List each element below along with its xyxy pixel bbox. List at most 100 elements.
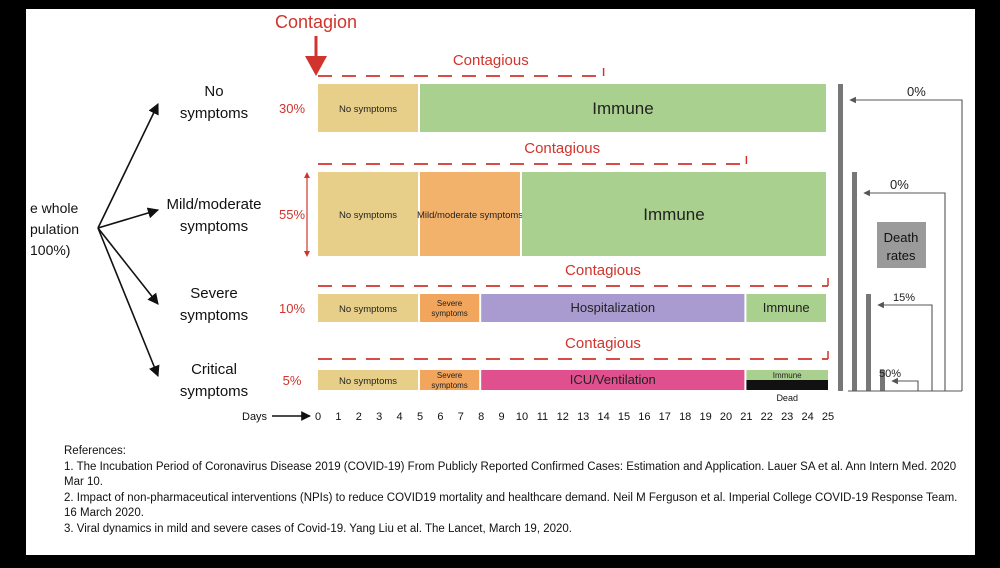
timeline-segment bbox=[420, 84, 826, 132]
day-tick-label: 19 bbox=[699, 411, 711, 423]
segment-label: Immune bbox=[643, 205, 704, 224]
segment-label: Immune bbox=[763, 300, 810, 315]
death-rate-value: 0% bbox=[890, 177, 909, 192]
death-rates-label: Death rates bbox=[884, 230, 919, 263]
segment-label-line: No symptoms bbox=[339, 210, 397, 221]
timeline-segment bbox=[481, 370, 745, 390]
segment-label-line: Severe bbox=[437, 299, 463, 308]
group-percent: 30% bbox=[279, 101, 305, 116]
day-tick-label: 1 bbox=[335, 411, 341, 423]
group-label-line: symptoms bbox=[180, 218, 248, 235]
segment-label-line: Mild/moderate symptoms bbox=[417, 210, 523, 221]
day-tick-label: 18 bbox=[679, 411, 691, 423]
group-percent: 5% bbox=[283, 373, 302, 388]
references: References: 1. The Incubation Period of … bbox=[64, 444, 969, 537]
timeline-segment bbox=[318, 370, 418, 390]
group-label-line: No bbox=[204, 83, 223, 100]
group-label-line: Mild/moderate bbox=[166, 196, 261, 213]
group-percent: 10% bbox=[279, 301, 305, 316]
timeline-segment bbox=[318, 84, 418, 132]
day-tick-label: 11 bbox=[537, 411, 548, 423]
day-tick-label: 8 bbox=[478, 411, 484, 423]
reference-3: 3. Viral dynamics in mild and severe cas… bbox=[64, 522, 572, 535]
segment-label: No symptoms bbox=[339, 304, 397, 315]
death-rate-bar bbox=[866, 294, 871, 391]
segment-label-line: symptoms bbox=[431, 309, 467, 318]
critical-dead-label: Dead bbox=[776, 393, 798, 403]
segment-label: No symptoms bbox=[339, 376, 397, 387]
group-label: Severe symptoms bbox=[180, 285, 248, 324]
segment-label-line: ICU/Ventilation bbox=[570, 372, 656, 387]
day-tick-label: 0 bbox=[315, 411, 321, 423]
death-rate-connector bbox=[863, 189, 946, 391]
group-label-line: Severe bbox=[190, 285, 238, 302]
death-rate-connector bbox=[849, 96, 963, 391]
segment-label-line: Hospitalization bbox=[571, 300, 656, 315]
day-tick-label: 9 bbox=[499, 411, 505, 423]
death-rate-value: 0% bbox=[907, 84, 926, 99]
segment-label-line: Severe bbox=[437, 371, 463, 380]
references-title: References: bbox=[64, 445, 127, 457]
contagion-marker: Contagion bbox=[275, 12, 357, 76]
contagion-label: Contagion bbox=[275, 12, 357, 32]
day-tick-label: 16 bbox=[638, 411, 650, 423]
day-tick-label: 17 bbox=[659, 411, 671, 423]
day-tick-label: 22 bbox=[761, 411, 773, 423]
death-rate-value: 50% bbox=[879, 368, 901, 380]
day-tick-label: 14 bbox=[597, 411, 609, 423]
reference-1: 1. The Incubation Period of Coronavirus … bbox=[64, 460, 957, 489]
death-rates-box bbox=[877, 222, 926, 268]
contagious-label: Contagious bbox=[565, 335, 641, 352]
critical-immune-label: Immune bbox=[773, 371, 802, 380]
timeline-segment bbox=[318, 172, 418, 256]
day-tick-label: 15 bbox=[618, 411, 630, 423]
group-label-line: symptoms bbox=[180, 307, 248, 324]
segment-label-line: No symptoms bbox=[339, 104, 397, 115]
day-tick-label: 5 bbox=[417, 411, 423, 423]
branch-arrow bbox=[97, 102, 159, 229]
critical-immune-segment bbox=[746, 370, 828, 380]
contagious-label: Contagious bbox=[565, 262, 641, 279]
day-tick-label: 20 bbox=[720, 411, 732, 423]
segment-label-line: No symptoms bbox=[339, 304, 397, 315]
death-rate-bar bbox=[880, 370, 885, 391]
segment-label-line: Immune bbox=[643, 205, 704, 224]
critical-dead-segment bbox=[746, 380, 828, 390]
timeline-segment bbox=[318, 294, 418, 322]
reference-2: 2. Impact of non-pharmaceutical interven… bbox=[64, 491, 958, 520]
segment-label: Mild/moderate symptoms bbox=[417, 210, 523, 221]
contagion-arrow-head bbox=[305, 56, 327, 76]
death-rate-bar bbox=[852, 172, 857, 391]
timeline-segment bbox=[746, 294, 826, 322]
death-rates-label-line: rates bbox=[887, 248, 916, 263]
segment-label: Hospitalization bbox=[571, 300, 656, 315]
contagious-label: Contagious bbox=[524, 140, 600, 157]
group-percent: 55% bbox=[279, 207, 305, 222]
day-tick-label: 6 bbox=[437, 411, 443, 423]
day-tick-label: 2 bbox=[356, 411, 362, 423]
timeline-segment bbox=[420, 294, 480, 322]
day-tick-label: 24 bbox=[801, 411, 813, 423]
segment-label-line: symptoms bbox=[431, 381, 467, 390]
death-rates-label-line: Death bbox=[884, 230, 919, 245]
day-tick-label: 12 bbox=[557, 411, 569, 423]
timeline-segment bbox=[481, 294, 745, 322]
branch-arrow bbox=[97, 227, 159, 305]
contagious-label: Contagious bbox=[453, 52, 529, 69]
segment-label: No symptoms bbox=[339, 104, 397, 115]
branch-arrow bbox=[97, 207, 160, 229]
segment-label: Immune bbox=[592, 99, 653, 118]
branch-arrow bbox=[97, 227, 160, 378]
death-rate-connector bbox=[877, 301, 933, 391]
